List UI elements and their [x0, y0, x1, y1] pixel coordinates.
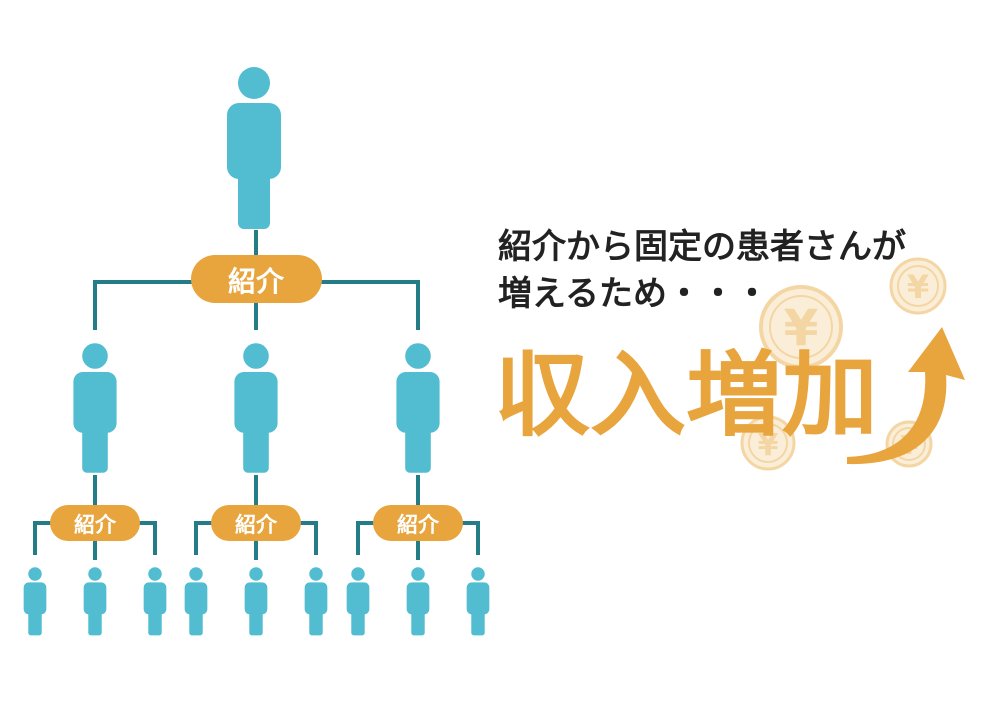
- referral-pill-right: 紹介: [373, 505, 463, 541]
- referral-label-center: 紹介: [235, 513, 278, 537]
- person-tier2-center: [234, 343, 278, 473]
- referral-label-main: 紹介: [228, 265, 285, 298]
- yen-symbol: ¥: [758, 428, 779, 463]
- referral-pill-left: 紹介: [50, 505, 140, 541]
- person-tier2-left: [73, 343, 117, 473]
- yen-coin-top-right: ¥: [889, 257, 947, 315]
- person-tier3-1: [23, 567, 47, 636]
- yen-coin-bottom-left: ¥: [740, 415, 796, 471]
- yen-coin-large: ¥: [759, 285, 843, 369]
- income-increase-headline: 収入増加: [494, 342, 878, 449]
- person-tier3-3: [143, 567, 167, 636]
- referral-label-right: 紹介: [397, 513, 440, 537]
- message-line-1: 紹介から固定の患者さんが: [498, 227, 906, 267]
- person-tier2-right: [396, 343, 440, 473]
- person-tier3-7: [346, 567, 370, 636]
- referral-label-left: 紹介: [74, 513, 117, 537]
- person-tier3-8: [406, 567, 430, 636]
- person-root: [227, 67, 281, 229]
- yen-symbol: ¥: [907, 268, 929, 306]
- referral-pill-center: 紹介: [211, 505, 301, 541]
- person-tier3-5: [244, 567, 268, 636]
- yen-symbol: ¥: [784, 299, 819, 357]
- person-tier3-4: [184, 567, 208, 636]
- message-line-2: 増えるため・・・: [498, 274, 769, 314]
- upward-arrow-icon: [847, 327, 965, 465]
- person-tier3-2: [83, 567, 107, 636]
- person-tier3-9: [466, 567, 490, 636]
- referral-pill-main: 紹介: [191, 255, 322, 303]
- person-tier3-6: [304, 567, 328, 636]
